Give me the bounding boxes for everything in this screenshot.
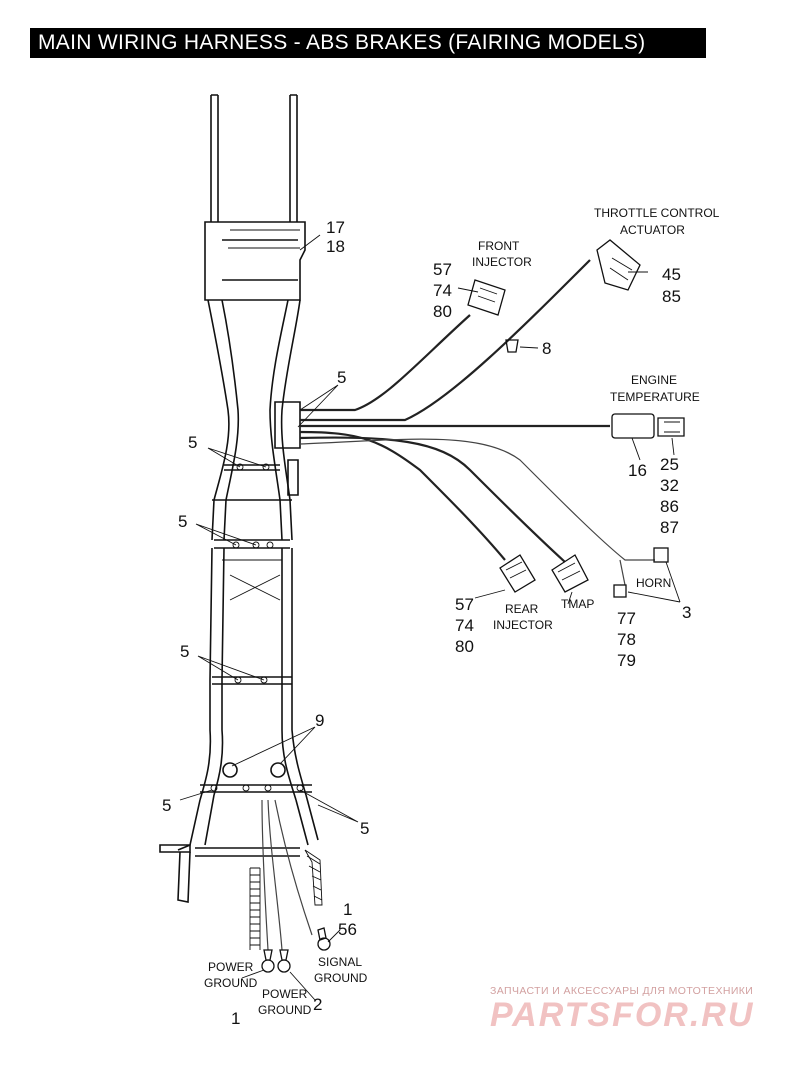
callout-5-bottom-left: 5 — [162, 796, 171, 815]
component-labels: FRONT INJECTOR THROTTLE CONTROL ACTUATOR… — [204, 206, 720, 1017]
callout-56: 56 — [338, 920, 357, 939]
callout-25: 25 — [660, 455, 679, 474]
callout-85: 85 — [662, 287, 681, 306]
callout-2: 2 — [313, 995, 322, 1014]
label-engine-temp-1: ENGINE — [631, 373, 677, 387]
callout-80-rear: 80 — [455, 637, 474, 656]
label-throttle-1: THROTTLE CONTROL — [594, 206, 720, 220]
label-engine-temp-2: TEMPERATURE — [610, 390, 700, 404]
callout-5-top: 5 — [337, 368, 346, 387]
label-power-ground-b-2: GROUND — [258, 1003, 312, 1017]
callout-57-front: 57 — [433, 260, 452, 279]
callout-16: 16 — [628, 461, 647, 480]
callout-5-left2: 5 — [178, 512, 187, 531]
watermark-logo: PARTSFOR.RU — [490, 996, 755, 1034]
label-front-injector-1: FRONT — [478, 239, 520, 253]
callout-57-rear: 57 — [455, 595, 474, 614]
label-signal-ground-2: GROUND — [314, 971, 368, 985]
callout-78: 78 — [617, 630, 636, 649]
callout-3: 3 — [682, 603, 691, 622]
callout-9: 9 — [315, 711, 324, 730]
connectors — [467, 239, 685, 598]
callout-77: 77 — [617, 609, 636, 628]
callout-1-top: 1 — [343, 900, 352, 919]
watermark-tagline: ЗАПЧАСТИ И АКСЕССУАРЫ ДЛЯ МОТОТЕХНИКИ — [490, 985, 754, 997]
label-power-ground-a-2: GROUND — [204, 976, 258, 990]
frame-drawing — [159, 94, 331, 973]
callout-8: 8 — [542, 339, 551, 358]
callout-17: 17 — [326, 218, 345, 237]
label-rear-injector-2: INJECTOR — [493, 618, 553, 632]
callout-1-bottom: 1 — [231, 1009, 240, 1028]
callout-5-left3: 5 — [180, 642, 189, 661]
callout-5-bottom-right: 5 — [360, 819, 369, 838]
leader-lines — [179, 234, 681, 1001]
label-signal-ground-1: SIGNAL — [318, 955, 362, 969]
callout-32: 32 — [660, 476, 679, 495]
label-horn: HORN — [636, 576, 671, 590]
label-power-ground-b-1: POWER — [262, 987, 308, 1001]
callout-74-front: 74 — [433, 281, 452, 300]
label-throttle-2: ACTUATOR — [620, 223, 685, 237]
page-title: MAIN WIRING HARNESS - ABS BRAKES (FAIRIN… — [30, 28, 706, 58]
label-rear-injector-1: REAR — [505, 602, 539, 616]
label-front-injector-2: INJECTOR — [472, 255, 532, 269]
callout-87: 87 — [660, 518, 679, 537]
callout-74-rear: 74 — [455, 616, 474, 635]
label-tmap: TMAP — [561, 597, 594, 611]
label-power-ground-a-1: POWER — [208, 960, 254, 974]
callout-18: 18 — [326, 237, 345, 256]
callout-80-front: 80 — [433, 302, 452, 321]
callouts: 17 18 57 74 80 45 85 8 5 5 5 5 16 25 32 … — [162, 218, 691, 1028]
callout-45: 45 — [662, 265, 681, 284]
callout-79: 79 — [617, 651, 636, 670]
harness-wires — [299, 259, 655, 586]
callout-5-left1: 5 — [188, 433, 197, 452]
callout-86: 86 — [660, 497, 679, 516]
